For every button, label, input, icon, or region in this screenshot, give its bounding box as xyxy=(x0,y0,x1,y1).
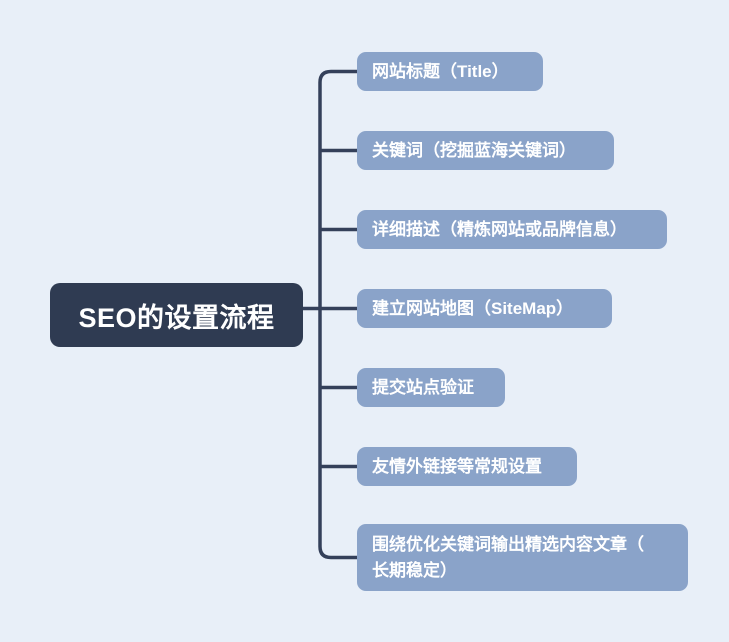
branch-node-label: 网站标题（Title） xyxy=(372,61,509,81)
root-node[interactable]: SEO的设置流程 xyxy=(50,283,303,347)
branch-node-keywords[interactable]: 关键词（挖掘蓝海关键词） xyxy=(357,131,614,170)
branch-node-sitemap[interactable]: 建立网站地图（SiteMap） xyxy=(357,289,612,328)
root-node-label: SEO的设置流程 xyxy=(78,302,275,333)
branch-node-site-verification[interactable]: 提交站点验证 xyxy=(357,368,505,407)
branch-node-label: 关键词（挖掘蓝海关键词） xyxy=(372,140,576,160)
branch-node-label: 友情外链接等常规设置 xyxy=(372,456,542,476)
branch-node-content-articles[interactable]: 围绕优化关键词输出精选内容文章（ 长期稳定） xyxy=(357,524,688,591)
branch-node-friend-links[interactable]: 友情外链接等常规设置 xyxy=(357,447,577,486)
trunk-line xyxy=(318,69,359,560)
branch-node-label: 建立网站地图（SiteMap） xyxy=(372,298,574,318)
branch-node-label: 围绕优化关键词输出精选内容文章（ 长期稳定） xyxy=(372,534,644,580)
branch-node-website-title[interactable]: 网站标题（Title） xyxy=(357,52,543,91)
branch-node-label: 提交站点验证 xyxy=(372,377,474,397)
branch-node-label: 详细描述（精炼网站或品牌信息） xyxy=(372,219,627,239)
branch-node-description[interactable]: 详细描述（精炼网站或品牌信息） xyxy=(357,210,667,249)
